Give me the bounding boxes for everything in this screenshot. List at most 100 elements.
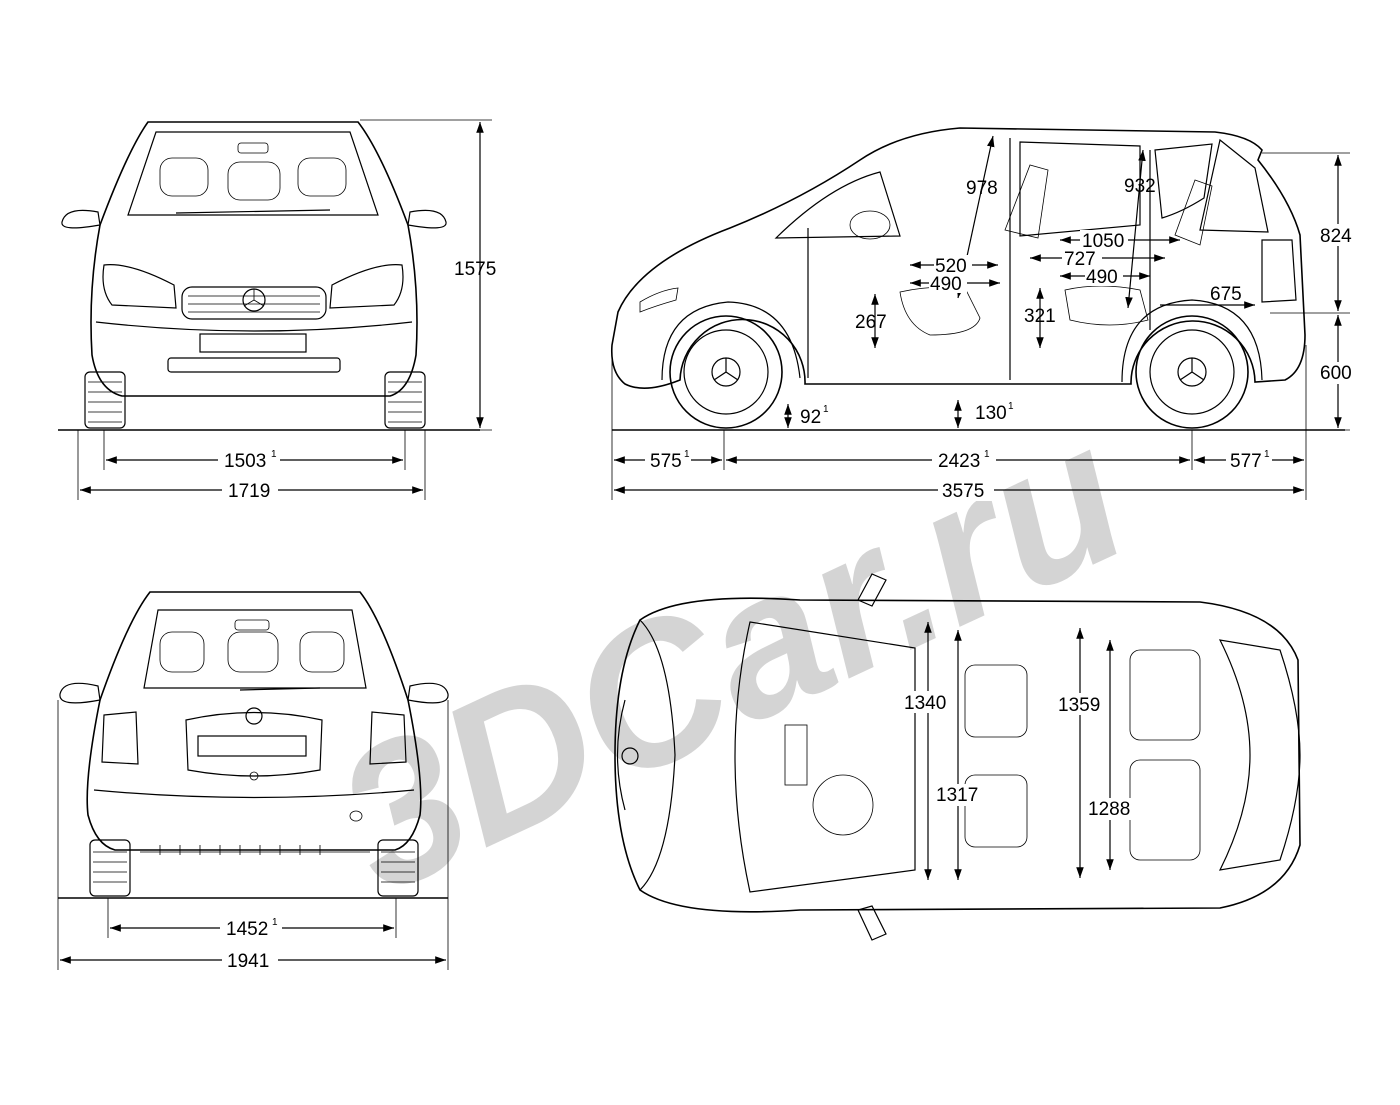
side-dim-321: 321 [1024, 306, 1056, 327]
front-track-label: 1503 [224, 451, 266, 472]
side-dim-727: 727 [1064, 249, 1096, 270]
rear-view [58, 591, 449, 899]
rear-underbody [140, 845, 370, 855]
side-dim-130-sup: 1 [1008, 401, 1014, 412]
top-dim-1340: 1340 [904, 693, 946, 714]
hood-line [639, 619, 676, 891]
quarter-window [1154, 143, 1213, 219]
front-view [58, 121, 480, 431]
rear-dimensions: 1452 1 1941 [57, 700, 449, 972]
front-track-sup: 1 [271, 449, 277, 460]
rear-right-mirror [407, 682, 449, 704]
rear-left-taillight [101, 711, 139, 765]
rear-left-mirror [59, 682, 101, 704]
front-tyre [669, 315, 783, 429]
tailgate-panel [185, 711, 323, 777]
rear-tyre-tread [93, 851, 415, 883]
wiper [175, 209, 331, 214]
rear-star-emblem [245, 707, 263, 725]
front-license-plate [199, 333, 307, 353]
length-label: 3575 [942, 481, 984, 502]
tyre-tread [88, 381, 422, 423]
side-dim-92: 92 [800, 407, 821, 428]
side-body-outline [610, 127, 1306, 389]
rear-headrests [159, 619, 345, 673]
front-hubcap [683, 329, 769, 415]
right-headlight [329, 264, 404, 309]
front-overhang-label: 575 [650, 451, 682, 472]
rear-bumper-line [93, 789, 415, 799]
side-dim-92-sup: 1 [823, 404, 829, 415]
watermark: 3DCar.ru [306, 381, 1156, 935]
side-dim-600: 600 [1320, 363, 1352, 384]
front-body-outline [90, 121, 418, 397]
rear-license-plate [197, 735, 307, 757]
rear-overhang-sup: 1 [1264, 449, 1270, 460]
rear-window [143, 609, 367, 689]
top-body-outline [614, 597, 1301, 913]
side-dim-130: 130 [975, 403, 1007, 424]
top-dim-1317: 1317 [936, 785, 978, 806]
side-dim-932-line [1125, 149, 1146, 309]
rear-right-taillight [369, 711, 407, 765]
side-dim-490a: 490 [930, 274, 962, 295]
watermark-text: 3DCar.ru [306, 381, 1156, 935]
side-dim-267: 267 [855, 312, 887, 333]
front-grille [181, 286, 327, 320]
front-right-tyre [384, 371, 426, 429]
side-dim-932: 932 [1124, 176, 1156, 197]
rear-track-sup: 1 [272, 917, 278, 928]
rear-wiper [239, 687, 321, 691]
rear-track-label: 1452 [226, 919, 268, 940]
top-left-mirror [857, 573, 887, 607]
side-taillight [1261, 239, 1297, 303]
rear-width-mirrors-label: 1941 [227, 951, 269, 972]
front-side-window [774, 171, 901, 239]
front-wheel-arch [661, 301, 801, 381]
side-dim-490b: 490 [1086, 267, 1118, 288]
top-view [614, 573, 1301, 941]
wheelbase-label: 2423 [938, 451, 980, 472]
rear-side-window [1019, 141, 1141, 237]
side-dim-1050: 1050 [1082, 231, 1124, 252]
windshield [127, 131, 379, 216]
side-dim-520: 520 [935, 256, 967, 277]
left-headlight [102, 264, 177, 309]
front-height-label: 1575 [454, 259, 496, 280]
top-right-mirror [857, 905, 887, 941]
rear-hubcap [1149, 329, 1235, 415]
side-headlight [639, 287, 679, 313]
wheelbase-sup: 1 [984, 449, 990, 460]
top-star-emblem [621, 747, 639, 765]
bumper-line [95, 321, 413, 332]
side-dimensions: 978 932 1050 727 520 490 490 267 321 675… [611, 135, 1358, 502]
front-left-tyre [84, 371, 126, 429]
top-dim-1359: 1359 [1058, 695, 1100, 716]
side-dim-675: 675 [1210, 284, 1242, 305]
front-hub-star-spokes [713, 358, 739, 381]
front-width-label: 1719 [228, 481, 270, 502]
side-dim-978: 978 [966, 178, 998, 199]
top-dimensions: 1340 1359 1317 1288 [902, 622, 1136, 880]
rear-tyre [1135, 315, 1249, 429]
left-mirror [61, 209, 101, 229]
lower-air-intake [167, 357, 341, 373]
rear-lock [249, 771, 259, 781]
rear-wheel-arch [1121, 299, 1263, 383]
top-grille [616, 699, 626, 811]
front-overhang-sup: 1 [684, 449, 690, 460]
right-mirror [407, 209, 447, 229]
side-dim-824: 824 [1320, 226, 1352, 247]
fuel-cap [349, 810, 363, 822]
front-seats [159, 142, 347, 201]
rear-left-tyre [89, 839, 131, 897]
windshield-top [734, 621, 916, 893]
rear-hatch-top [1218, 639, 1301, 871]
rear-hatch-glass [1199, 138, 1269, 233]
rear-hub-star-spokes [1179, 358, 1205, 381]
front-star-spokes [243, 289, 265, 307]
rear-overhang-label: 577 [1230, 451, 1262, 472]
top-dim-1288: 1288 [1088, 799, 1130, 820]
